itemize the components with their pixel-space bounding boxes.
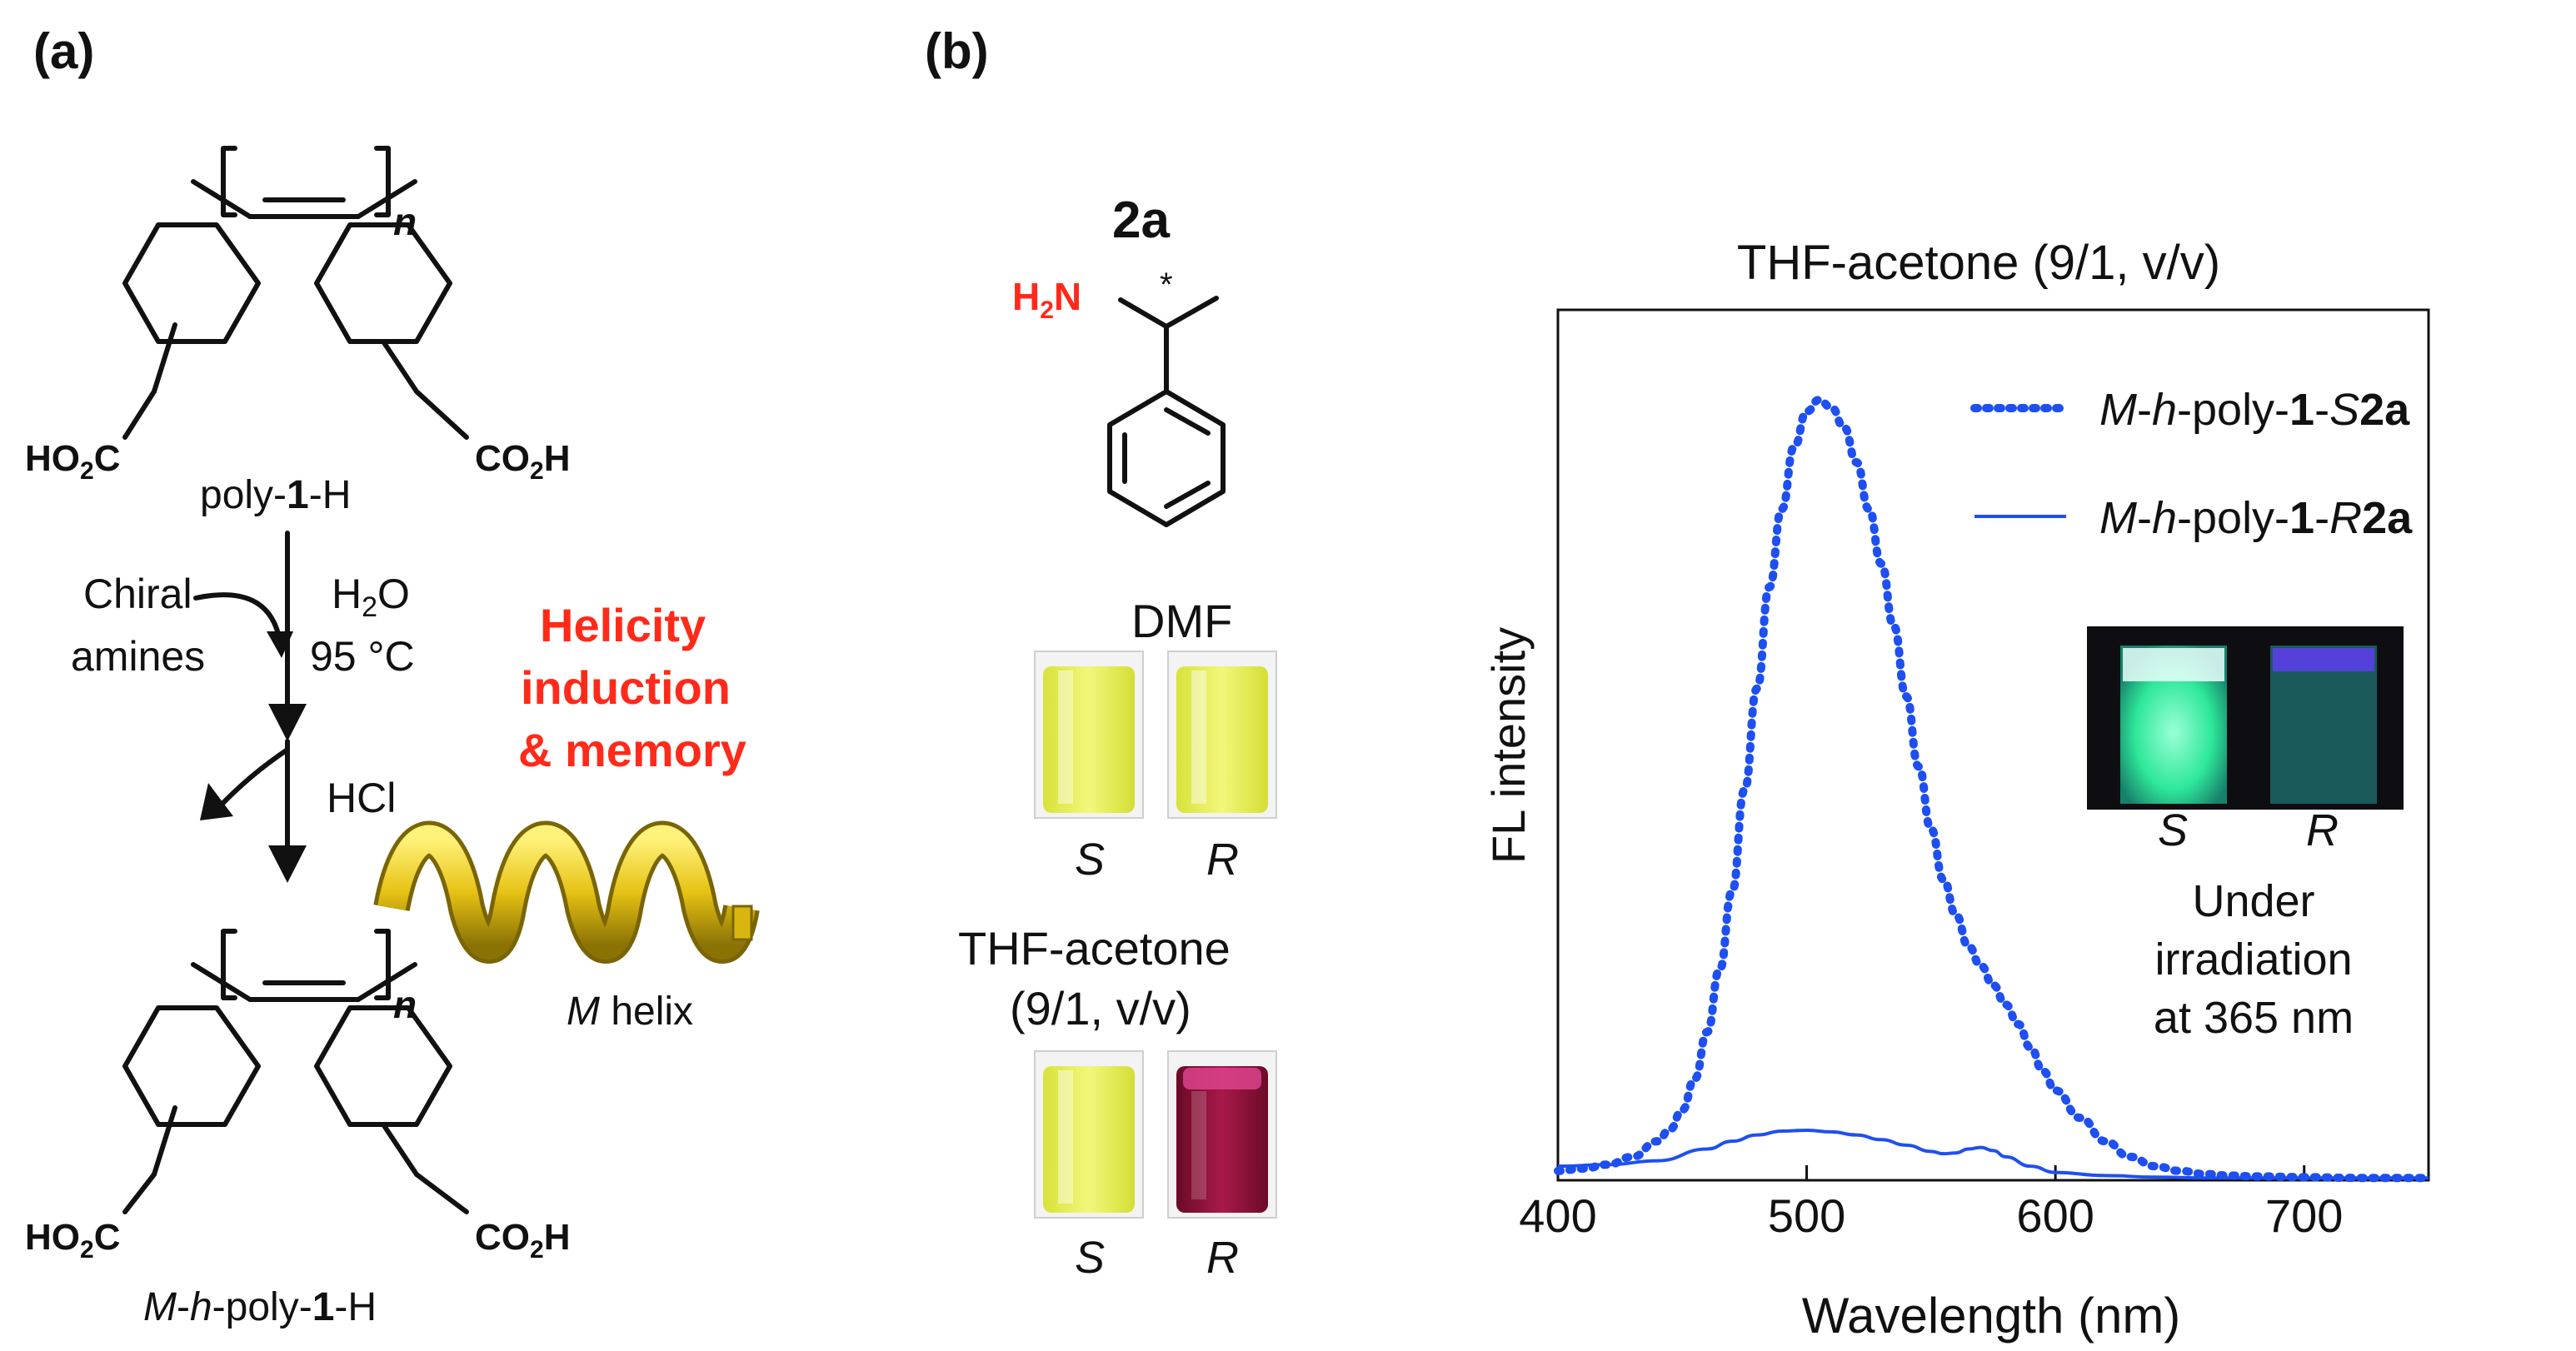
x-axis-label: Wavelength (nm) bbox=[1802, 1288, 2181, 1344]
step1-left-line2: amines bbox=[71, 633, 205, 680]
chart-title: THF-acetone (9/1, v/v) bbox=[1737, 236, 2220, 290]
thf-vial-s bbox=[1034, 1050, 1144, 1219]
backbone-left bbox=[191, 179, 252, 219]
highlight-line1: Helicity bbox=[540, 599, 706, 651]
inset-caption-line3: at 365 nm bbox=[2154, 993, 2354, 1043]
highlight-line2: induction bbox=[521, 661, 731, 714]
benzene-ring bbox=[1107, 389, 1226, 527]
series-layer bbox=[1554, 395, 2433, 1183]
bottom-left-acid: HO2C bbox=[25, 1217, 120, 1264]
y-axis-label: FL intensity bbox=[1482, 627, 1535, 864]
right-bracket bbox=[374, 146, 391, 217]
reaction-arrows bbox=[193, 531, 307, 883]
uv-inset-photo bbox=[2087, 626, 2404, 810]
thf-label-s: S bbox=[1075, 1233, 1105, 1283]
step1-right-line1: H2O bbox=[332, 571, 410, 623]
series-line-s2a bbox=[1554, 395, 2433, 1183]
inset-caption-line2: irradiation bbox=[2154, 935, 2352, 985]
dmf-label-s: S bbox=[1075, 835, 1105, 885]
solvent1-label: DMF bbox=[1131, 595, 1232, 647]
inset-caption-line1: Under bbox=[2192, 876, 2314, 926]
title-bracket bbox=[1558, 308, 2430, 350]
top-polymer-name: poly-1-H bbox=[200, 473, 351, 517]
helix-illustration bbox=[373, 820, 760, 964]
inset-label-r: R bbox=[2306, 805, 2339, 855]
dmf-vial-s bbox=[1034, 651, 1144, 819]
highlight-line3: & memory bbox=[518, 724, 746, 776]
helix-label: M helix bbox=[567, 990, 693, 1034]
x-tick-label: 500 bbox=[1768, 1189, 1845, 1242]
legend-entry-s: M-h-poly-1-S2a bbox=[2099, 385, 2410, 435]
stereo-mark: * bbox=[1160, 267, 1173, 303]
top-polymer-structure: n HO2C CO2H bbox=[25, 146, 570, 485]
left-phenyl-ring bbox=[122, 222, 261, 344]
curved-arrow-in bbox=[193, 592, 282, 640]
step1-left-line1: Chiral bbox=[83, 571, 192, 617]
step2-label: HCl bbox=[327, 775, 396, 821]
bottom-polymer-name: M-h-poly-1-H bbox=[143, 1285, 377, 1329]
x-tick-label: 400 bbox=[1519, 1189, 1596, 1242]
dmf-label-r: R bbox=[1206, 835, 1239, 885]
panel-b-label: (b) bbox=[925, 23, 989, 79]
inset-vial-r bbox=[2270, 646, 2377, 804]
step1-right-line2: 95 °C bbox=[310, 633, 415, 680]
left-acid-group: HO2C bbox=[25, 438, 120, 485]
x-tick-label: 600 bbox=[2016, 1189, 2094, 1242]
compound-structure bbox=[1107, 296, 1226, 527]
amine-group: H2N bbox=[1012, 275, 1081, 324]
bottom-polymer-structure: n HO2C CO2H bbox=[25, 929, 570, 1264]
repeat-n-bottom: n bbox=[393, 983, 417, 1026]
bottom-right-acid: CO2H bbox=[475, 1217, 570, 1264]
fluorescence-chart: THF-acetone (9/1, v/v) 400 500 600 700 FL i… bbox=[1482, 236, 2433, 1344]
right-acid-group: CO2H bbox=[475, 438, 570, 485]
panel-a: (a) n HO2C CO2H bbox=[25, 23, 760, 1329]
plot-frame bbox=[1556, 308, 2430, 1182]
thf-vial-r bbox=[1167, 1050, 1277, 1219]
curved-arrow-out bbox=[216, 747, 290, 810]
series-line-r2a bbox=[1557, 1129, 2429, 1180]
compound-label: 2a bbox=[1112, 192, 1170, 249]
left-bracket bbox=[221, 146, 237, 217]
repeat-n: n bbox=[393, 200, 417, 243]
solvent2-line1: THF-acetone bbox=[958, 922, 1231, 975]
right-phenyl-ring bbox=[314, 222, 452, 344]
x-axis-ticks: 400 500 600 700 bbox=[1519, 1165, 2343, 1242]
legend-entry-r: M-h-poly-1-R2a bbox=[2099, 493, 2413, 543]
dmf-vial-r bbox=[1167, 651, 1277, 819]
legend: M-h-poly-1-S2a M-h-poly-1-R2a bbox=[1970, 385, 2413, 543]
x-tick-label: 700 bbox=[2265, 1189, 2343, 1242]
inset-label-s: S bbox=[2158, 805, 2188, 855]
panel-b: (b) 2a H2N * DMF S R THF-aceto bbox=[925, 23, 1277, 1283]
solvent2-line2: (9/1, v/v) bbox=[1010, 982, 1191, 1034]
panel-a-label: (a) bbox=[33, 23, 94, 79]
thf-label-r: R bbox=[1206, 1233, 1239, 1283]
